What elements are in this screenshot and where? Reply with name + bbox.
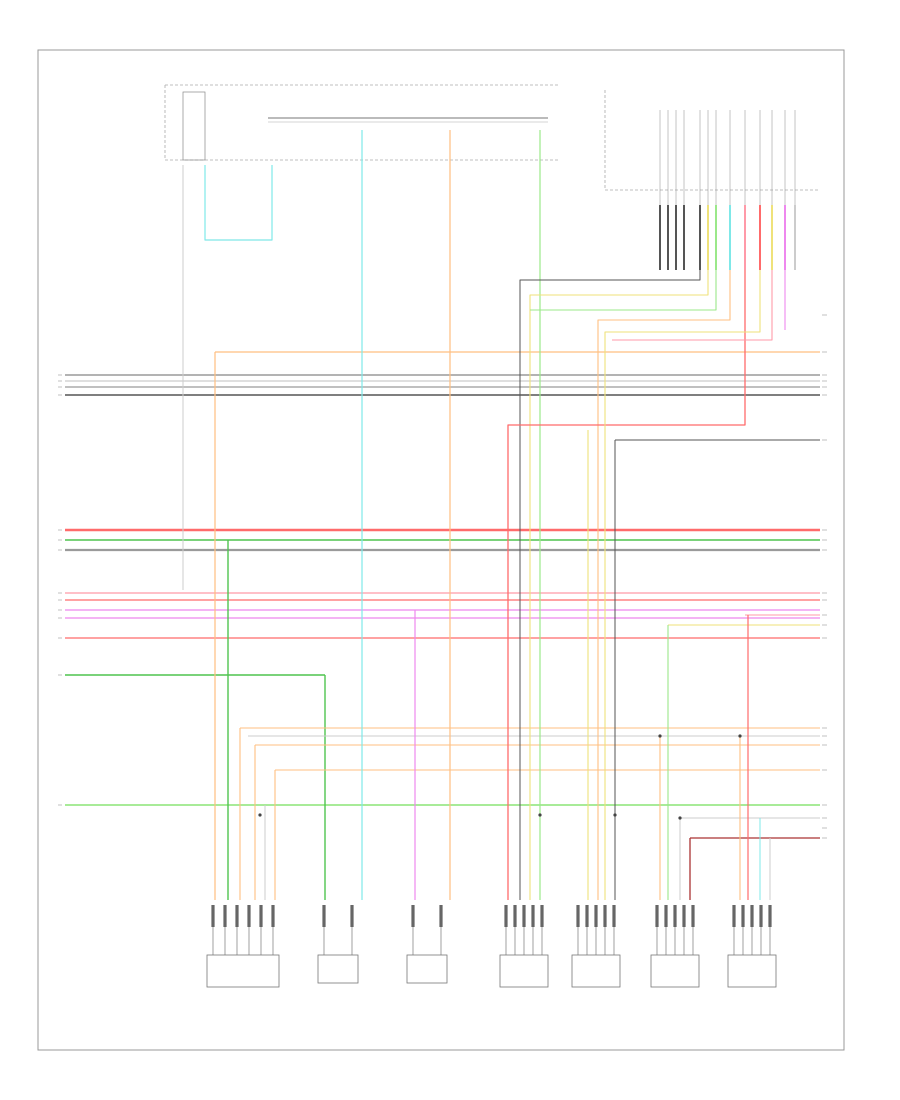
route-yellow-1: [529, 240, 709, 900]
module-pin: [350, 905, 354, 927]
loop-cyan: [204, 165, 273, 241]
module-box: [499, 954, 549, 988]
splice-dot-4: [538, 813, 542, 817]
route-green-1: [530, 240, 717, 311]
module-pin: [531, 905, 535, 927]
module-pin: [259, 905, 263, 927]
modules-layer: [206, 905, 777, 988]
route-pink-1: [612, 240, 773, 341]
module-box: [650, 954, 700, 988]
module-pin: [741, 905, 745, 927]
module-1: [206, 905, 280, 988]
module-pin: [513, 905, 517, 927]
module-pin: [540, 905, 544, 927]
splice-dot-2: [678, 816, 682, 820]
module-pin: [271, 905, 275, 927]
module-3: [406, 905, 448, 984]
splice-dot-0: [658, 734, 662, 738]
module-pin: [759, 905, 763, 927]
module-pin: [603, 905, 607, 927]
module-2: [317, 905, 359, 984]
route-orange-1: [597, 240, 731, 900]
module-box: [317, 954, 359, 984]
module-pin: [522, 905, 526, 927]
module-pin: [732, 905, 736, 927]
module-pin: [223, 905, 227, 927]
module-5: [571, 905, 621, 988]
module-pin: [768, 905, 772, 927]
route-yellow-2: [604, 240, 761, 900]
module-pin: [585, 905, 589, 927]
route-dark-1: [519, 240, 701, 900]
module-pin: [247, 905, 251, 927]
module-box: [571, 954, 621, 988]
module-pin: [235, 905, 239, 927]
top-right-housing: [604, 90, 820, 191]
splice-dot-5: [613, 813, 617, 817]
splice-dot-3: [258, 813, 262, 817]
wires-layer: [58, 110, 827, 900]
module-pin: [750, 905, 754, 927]
module-pin: [322, 905, 326, 927]
module-pin: [655, 905, 659, 927]
module-box: [206, 954, 280, 988]
module-pin: [411, 905, 415, 927]
module-pin: [504, 905, 508, 927]
module-pin: [691, 905, 695, 927]
splice-dot-1: [738, 734, 742, 738]
module-pin: [439, 905, 443, 927]
module-box: [727, 954, 777, 988]
module-box: [406, 954, 448, 984]
diagram-frame: [37, 49, 845, 1051]
module-4: [499, 905, 549, 988]
module-pin: [682, 905, 686, 927]
module-pin: [211, 905, 215, 927]
route-red-1: [507, 240, 746, 900]
module-pin: [664, 905, 668, 927]
module-6: [650, 905, 700, 988]
module-pin: [594, 905, 598, 927]
module-pin: [576, 905, 580, 927]
module-pin: [612, 905, 616, 927]
module-pin: [673, 905, 677, 927]
module-7: [727, 905, 777, 988]
